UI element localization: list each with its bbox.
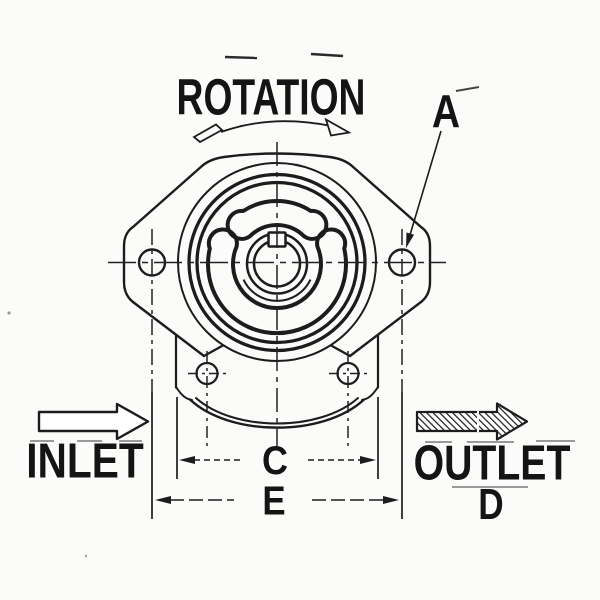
callout-a-leader xyxy=(406,130,442,248)
rotation-label: ROTATION xyxy=(176,68,366,126)
dim-c-arrow-right xyxy=(360,456,376,464)
scan-speck xyxy=(84,554,88,558)
dim-d-label: D xyxy=(478,480,504,529)
dim-c-arrow-left xyxy=(179,456,195,464)
dim-e-label: E xyxy=(262,477,286,524)
rotation-arrowhead xyxy=(324,117,352,137)
dim-e-arrow-left xyxy=(155,496,171,504)
scan-mark xyxy=(224,55,258,60)
dim-c-label: C xyxy=(261,439,289,483)
callout-a-label: A xyxy=(431,85,461,137)
scan-speck xyxy=(7,311,11,315)
body-bottom-arc-inner xyxy=(195,397,359,425)
outlet-label: OUTLET xyxy=(413,436,571,491)
outlet-arrow-shape xyxy=(415,402,529,441)
leader-line xyxy=(406,130,442,246)
inlet-label: INLET xyxy=(26,434,144,489)
gear-root-arc xyxy=(242,279,312,302)
faint-underline-marks xyxy=(30,440,575,488)
dim-e-arrow-right xyxy=(383,496,399,504)
scan-mark xyxy=(310,52,344,58)
body-left-hook xyxy=(175,386,193,401)
body-right-hook xyxy=(361,386,379,401)
centerlines xyxy=(108,142,446,447)
rotation-arrow-tail-flag xyxy=(192,123,224,144)
dimension-c xyxy=(176,397,379,479)
outlet-arrow-icon xyxy=(415,402,529,441)
bottom-port-slot xyxy=(206,227,348,336)
scan-mark xyxy=(455,86,480,92)
scan-artifacts xyxy=(7,52,480,558)
leader-arrowhead xyxy=(406,232,415,248)
inlet-arrow-icon xyxy=(37,402,150,441)
rotation-arrow-icon xyxy=(192,117,352,144)
dimension-e xyxy=(151,392,403,519)
rotation-arc xyxy=(220,120,332,133)
